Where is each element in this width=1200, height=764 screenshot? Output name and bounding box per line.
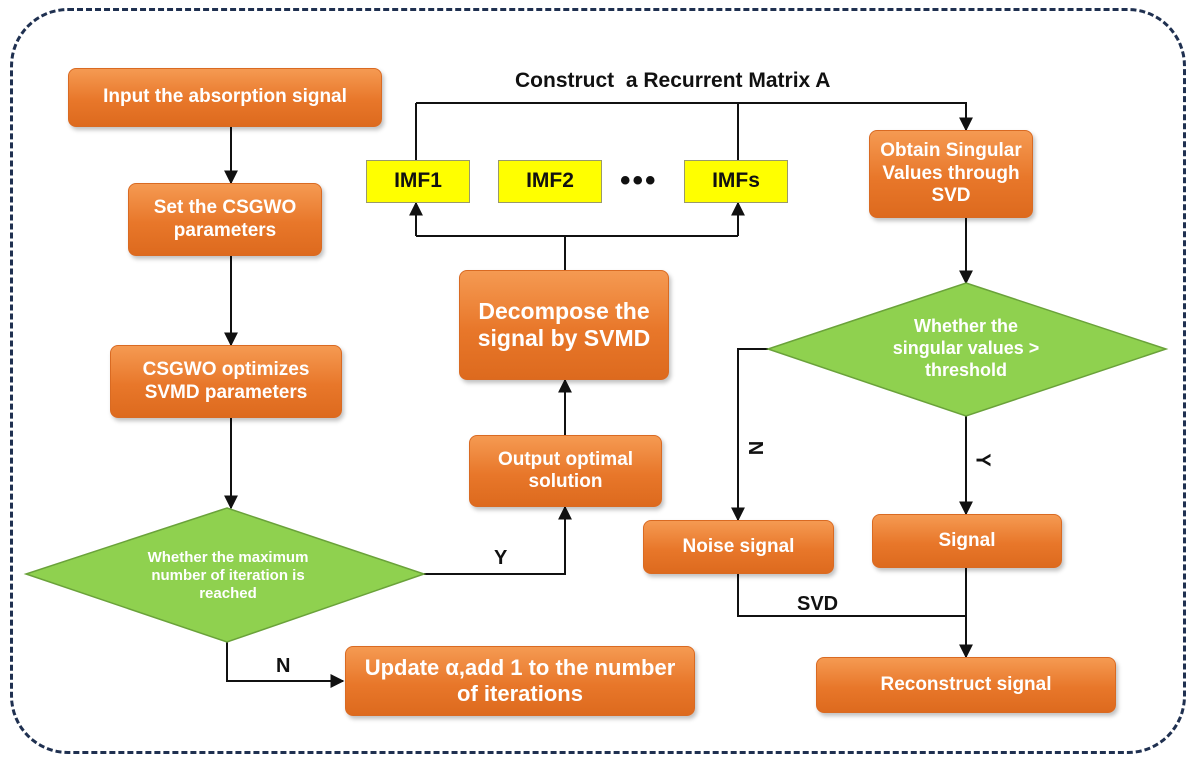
imfs-box: IMFs	[684, 160, 788, 203]
obtain-singular-box: Obtain Singular Values through SVD	[869, 130, 1033, 218]
decision-diamond-threshold	[765, 282, 1169, 417]
decision-diamond-iteration	[23, 507, 427, 643]
reconstruct-signal-box: Reconstruct signal	[816, 657, 1116, 713]
noise-signal-box: Noise signal	[643, 520, 834, 574]
edge-label-no-threshold: N	[744, 440, 767, 456]
imf2-box: IMF2	[498, 160, 602, 203]
edge-label-yes-iteration: Y	[494, 547, 508, 569]
csgwo-optimizes-box: CSGWO optimizes SVMD parameters	[110, 345, 342, 418]
arrow-decision-no-to-noise	[731, 348, 768, 522]
recurrent-matrix-label: Construct a Recurrent Matrix A	[515, 69, 831, 92]
edge-label-yes-threshold: Y	[971, 453, 994, 467]
arrow-decision-yes-to-output	[424, 505, 572, 575]
iteration-decision-label: Whether the maximum number of iteration …	[147, 548, 309, 603]
threshold-decision-label: Whether the singular values > threshold	[892, 316, 1040, 380]
output-optimal-box: Output optimal solution	[469, 435, 662, 507]
line-noise-to-join	[737, 574, 966, 617]
arrow-decision-no-to-update	[226, 642, 345, 688]
imf1-box: IMF1	[366, 160, 470, 203]
edge-label-no-iteration: N	[276, 655, 291, 677]
update-alpha-box: Update α,add 1 to the number of iteratio…	[345, 646, 695, 716]
decompose-svmd-box: Decompose the signal by SVMD	[459, 270, 669, 380]
edge-label-svd: SVD	[797, 593, 839, 615]
arrow-top-bus-to-obtain	[416, 102, 973, 132]
input-signal-box: Input the absorption signal	[68, 68, 382, 127]
set-parameters-box: Set the CSGWO parameters	[128, 183, 322, 256]
dashed-frame	[10, 8, 1186, 754]
ellipsis-dots: •••	[620, 164, 658, 197]
signal-box: Signal	[872, 514, 1062, 568]
